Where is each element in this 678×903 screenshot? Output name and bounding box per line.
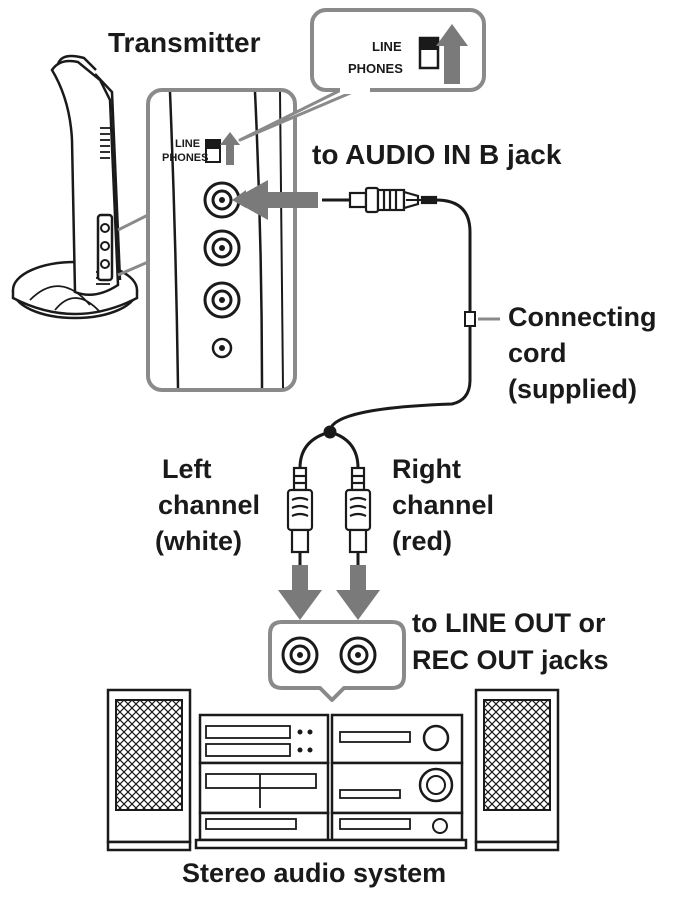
- rca-plug-right: [344, 466, 372, 568]
- right-speaker: [474, 688, 560, 852]
- mini-plug: [322, 186, 438, 214]
- cord-label-line3: (supplied): [508, 374, 637, 404]
- transmitter-device: [11, 54, 139, 320]
- line-out-label-line2: REC OUT jacks: [412, 645, 609, 675]
- rca-plug-left: [286, 466, 314, 568]
- jack-panel: [146, 88, 297, 392]
- left-channel-label-line3: (white): [155, 526, 242, 556]
- right-channel-label-line2: channel: [392, 490, 495, 520]
- audio-in-b-label: to AUDIO IN B jack: [312, 139, 562, 170]
- audio-in-arrow: [232, 180, 318, 220]
- switch-line-label-zoom: LINE: [372, 39, 402, 54]
- switch-zoom-callout: [238, 8, 486, 142]
- switch-line-label-small: LINE: [175, 138, 201, 150]
- switch-phones-label-zoom: PHONES: [348, 61, 403, 76]
- right-channel-label-line3: (red): [392, 526, 452, 556]
- line-out-label-line1: to LINE OUT or: [412, 608, 606, 638]
- stereo-system-label: Stereo audio system: [182, 858, 447, 888]
- switch-phones-label-small: PHONES: [162, 152, 209, 164]
- left-channel-label-line1: Left: [162, 454, 212, 484]
- transmitter-label: Transmitter: [108, 27, 261, 58]
- stereo-unit: [194, 713, 468, 850]
- right-channel-label-line1: Right: [392, 454, 461, 484]
- line-out-callout: [268, 620, 406, 702]
- cord-label-line1: Connecting: [508, 302, 657, 332]
- connecting-cord: [298, 198, 500, 469]
- down-arrows: [278, 565, 380, 620]
- cord-label-line2: cord: [508, 338, 567, 368]
- transmitter-callout: [117, 213, 149, 277]
- left-speaker: [106, 688, 192, 852]
- left-channel-label-line2: channel: [158, 490, 261, 520]
